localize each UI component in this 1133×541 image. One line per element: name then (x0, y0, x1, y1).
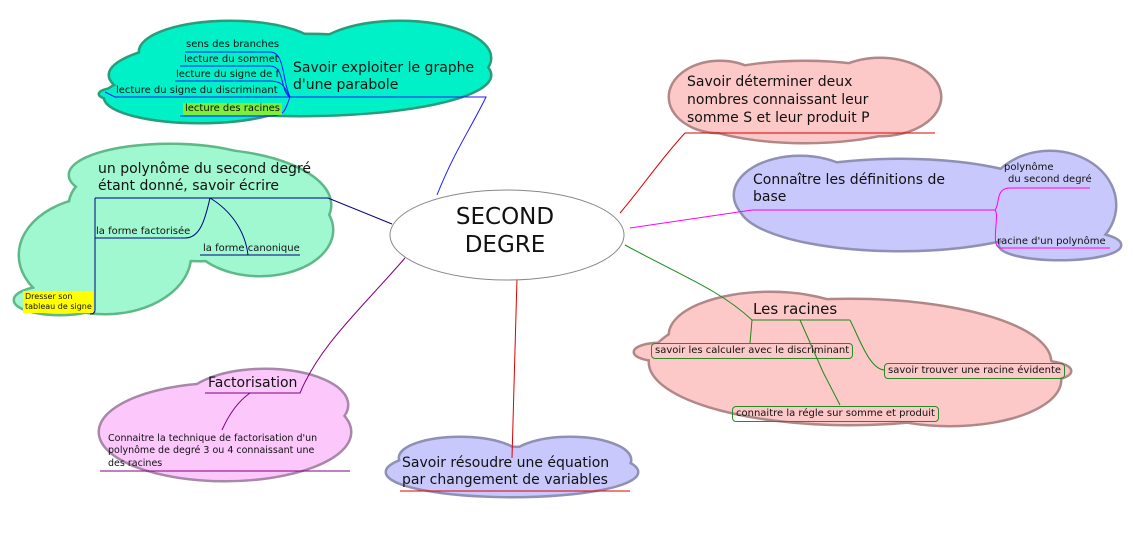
subnode-forme-factorisee[interactable]: la forme factorisée (96, 226, 191, 237)
node-title-line: étant donné, savoir écrire (98, 177, 280, 194)
subnode-racines[interactable]: lecture des racines (183, 103, 283, 115)
center-line-2: DEGRE (464, 231, 546, 258)
text-line: Dresser son (25, 292, 73, 301)
node-title-line: Savoir exploiter le graphe (293, 60, 475, 76)
text-line: polynôme (1004, 162, 1054, 173)
subnode-technique-factorisation[interactable]: Connaitre la technique de factorisation … (108, 433, 317, 470)
subnode-forme-canonique[interactable]: la forme canonique (203, 243, 300, 254)
cloud-somme-produit (667, 56, 943, 145)
node-somme-produit[interactable]: Savoir déterminer deux nombres connaissa… (687, 73, 870, 128)
subnode-sommet[interactable]: lecture du sommet (184, 54, 279, 65)
center-line-1: SECOND (455, 204, 555, 230)
text-line: des racines (108, 457, 163, 469)
subnode-calculer-discriminant[interactable]: savoir les calculer avec le discriminant (651, 343, 854, 359)
node-definitions[interactable]: Connaître les définitions de base (753, 172, 945, 206)
node-graphe[interactable]: Savoir exploiter le graphe d'une parabol… (293, 60, 474, 94)
node-changement-variables[interactable]: Savoir résoudre une équation par changem… (402, 455, 609, 489)
text-line: nombres connaissant leur (687, 92, 869, 109)
subnode-polynome-second-degre[interactable]: polynôme du second degré (1004, 162, 1092, 186)
cloud-factorisation (97, 367, 353, 483)
center-node[interactable]: SECOND DEGRE (450, 204, 560, 259)
text-line: Savoir déterminer deux (687, 74, 853, 90)
subnode-sens-branches[interactable]: sens des branches (186, 39, 280, 50)
center-node-shape (389, 189, 625, 281)
subnode-racine-polynome[interactable]: racine d'un polynôme (997, 236, 1106, 247)
cloud-definitions (732, 149, 1123, 262)
cloud-ecrire (12, 142, 335, 317)
text-line: tableau de signe (25, 302, 92, 311)
node-title-line: un polynôme du second degré (98, 161, 312, 177)
cloud-changement (384, 435, 640, 499)
text-line: Connaitre la technique de factorisation … (108, 433, 318, 444)
text-line: polynôme de degré 3 ou 4 connaissant une (108, 445, 315, 457)
subnode-racine-evidente[interactable]: savoir trouver une racine évidente (884, 363, 1066, 379)
subnode-signe-discriminant[interactable]: lecture du signe du discriminant (116, 85, 278, 96)
node-racines[interactable]: Les racines (753, 300, 838, 318)
cloud-racines (632, 290, 1073, 428)
subnode-signe-f[interactable]: lecture du signe de f (176, 69, 279, 80)
text-line: par changement de variables (402, 471, 608, 488)
connectors (89, 51, 1110, 492)
text-line: Savoir résoudre une équation (402, 455, 610, 471)
node-title-line: d'une parabole (293, 76, 399, 93)
text-line: somme S et leur produit P (687, 110, 870, 127)
subnode-tableau-signe[interactable]: Dresser son tableau de signe (23, 291, 93, 313)
node-title-line: Connaître les définitions de (753, 172, 945, 188)
node-title-line: base (753, 188, 787, 205)
subnode-somme-produit-regle[interactable]: connaitre la régle sur somme et produit (732, 406, 939, 422)
text-line: du second degré (1008, 174, 1092, 185)
node-factorisation[interactable]: Factorisation (208, 375, 298, 391)
node-ecrire[interactable]: un polynôme du second degré étant donné,… (98, 161, 311, 195)
